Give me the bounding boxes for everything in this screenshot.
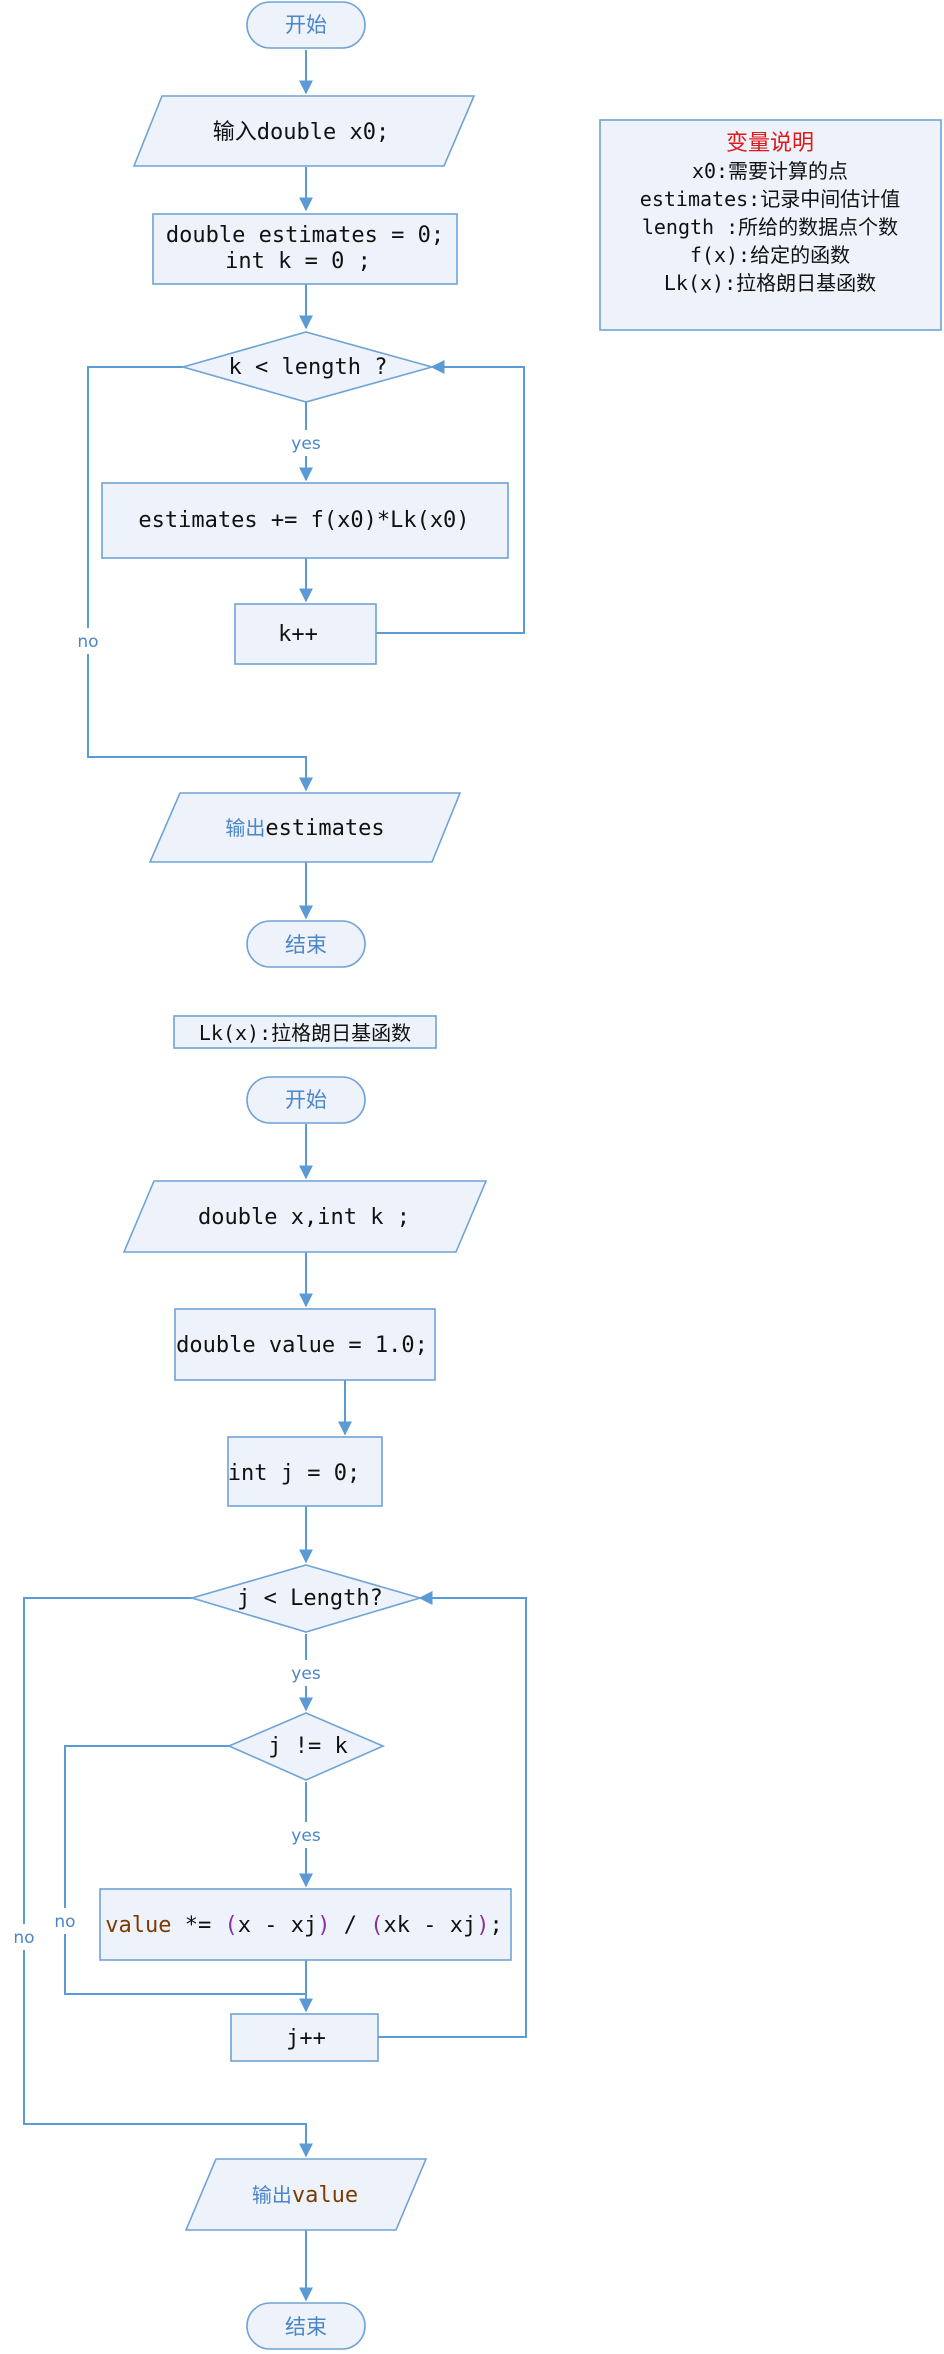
flow2-output-text: 输出value [252, 2183, 358, 2208]
legend-box: 变量说明 x0:需要计算的点 estimates:记录中间估计值 length … [599, 119, 942, 331]
flow2-j-init-label: int j = 0; [228, 1461, 360, 1486]
flow1-start-node: 开始 [246, 1, 366, 49]
flow1-condition-label: k < length ? [229, 355, 388, 380]
flow2-end-node: 结束 [246, 2302, 366, 2350]
code-token-9: ; [489, 1913, 502, 1938]
flow1-output-var: estimates [265, 816, 384, 841]
flow2-increment-node: j++ [230, 2013, 379, 2062]
flow1-input-label: 输入double x0; [213, 120, 389, 145]
flow1-condition-node: k < length ? [180, 331, 435, 403]
flow2-no-outer-label: no [13, 1928, 34, 1948]
flow2-body-code: value *= (x - xj) / (xk - xj); [105, 1913, 502, 1938]
flow1-end-node: 结束 [246, 920, 366, 968]
flow1-input-node: 输入double x0; [132, 95, 476, 167]
flow2-outer-no-branch [23, 1597, 313, 2158]
flow2-value-init-node: double value = 1.0; [174, 1308, 436, 1381]
flow2-output-node: 输出value [184, 2158, 428, 2231]
flow1-increment-label: k++ [278, 622, 318, 647]
flow2-inner-condition-node: j != k [226, 1712, 386, 1781]
flow1-no-branch [87, 366, 313, 792]
flow2-input-node: double x,int k ; [122, 1180, 488, 1253]
flow2-start-label: 开始 [285, 1088, 327, 1112]
flow2-title-box: Lk(x):拉格朗日基函数 [173, 1015, 437, 1049]
legend-line-x0: x0:需要计算的点 [692, 159, 848, 183]
flow2-body-node: value *= (x - xj) / (xk - xj); [99, 1888, 512, 1961]
flow2-input-label: double x,int k ; [198, 1205, 410, 1230]
flow2-yes-inner-label: yes [291, 1826, 321, 1846]
code-token-2: ( [225, 1913, 238, 1938]
flow2-title: Lk(x):拉格朗日基函数 [199, 1021, 411, 1045]
code-token-0: value [105, 1913, 171, 1938]
flow1-end-label: 结束 [285, 933, 327, 957]
code-token-1: *= [172, 1913, 225, 1938]
flow1-output-text: 输出estimates [225, 816, 384, 841]
code-token-7: xk - xj [383, 1913, 476, 1938]
code-token-6: ( [370, 1913, 383, 1938]
legend-line-lk: Lk(x):拉格朗日基函数 [664, 271, 876, 295]
flow1-yes-label: yes [291, 434, 321, 454]
flow1-start-label: 开始 [285, 13, 327, 37]
flow1: yes no 开始 输入double x0; double estimates … [72, 1, 525, 968]
flow2: Lk(x):拉格朗日基函数 yes yes no no 开始 double x, [7, 1015, 527, 2350]
flow2-no-inner-label: no [54, 1912, 75, 1932]
flow1-increment-node: k++ [234, 603, 377, 665]
flow2-output-prefix: 输出 [252, 2183, 292, 2207]
flow1-no-label: no [77, 632, 98, 652]
flow2-value-init-label: double value = 1.0; [176, 1333, 428, 1358]
flow2-yes-outer-label: yes [291, 1664, 321, 1684]
flow1-loop-back [376, 360, 525, 634]
flow1-body-node: estimates += f(x0)*Lk(x0) [101, 482, 509, 559]
flow2-inner-condition-label: j != k [268, 1734, 347, 1759]
flow2-output-var: value [292, 2183, 358, 2208]
code-token-3: x - xj [238, 1913, 317, 1938]
legend-title: 变量说明 [726, 131, 814, 156]
flow1-body-label: estimates += f(x0)*Lk(x0) [138, 508, 469, 533]
code-token-8: ) [476, 1913, 489, 1938]
flow2-loop-back [378, 1591, 527, 2038]
code-token-5: / [330, 1913, 370, 1938]
flow2-inner-no-branch [64, 1745, 306, 1995]
flow1-init-line1: double estimates = 0; [166, 223, 444, 248]
flow2-increment-label: j++ [286, 2026, 326, 2051]
flow1-output-prefix: 输出 [225, 816, 265, 840]
flow2-end-label: 结束 [285, 2315, 327, 2339]
flow2-j-init-node: int j = 0; [227, 1436, 383, 1507]
flow2-start-node: 开始 [246, 1076, 366, 1124]
flow1-init-line2: int k = 0 ; [225, 249, 371, 274]
legend-line-fx: f(x):给定的函数 [690, 243, 850, 267]
legend-line-length: length :所给的数据点个数 [642, 215, 898, 239]
flow2-condition-node: j < Length? [189, 1564, 423, 1633]
code-token-4: ) [317, 1913, 330, 1938]
legend-line-estimates: estimates:记录中间估计值 [640, 187, 900, 211]
flow1-init-node: double estimates = 0; int k = 0 ; [152, 213, 458, 285]
flow2-condition-label: j < Length? [237, 1586, 383, 1611]
flow1-output-node: 输出estimates [148, 792, 462, 863]
